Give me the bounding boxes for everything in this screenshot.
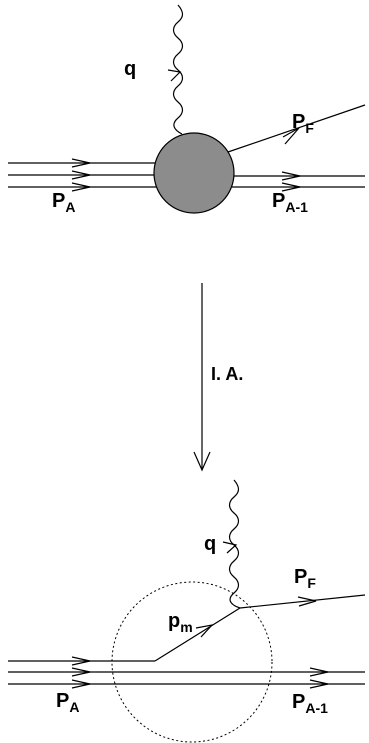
top-photon-label: q [124, 58, 136, 80]
bottom-nucleon-line [154, 607, 241, 662]
impulse-approximation-label: I. A. [211, 364, 243, 384]
top-incoming-label: PA [52, 190, 75, 215]
top-photon-wavy-line [172, 4, 184, 135]
bottom-residual-arrow-2 [309, 679, 329, 689]
impulse-approximation-arrow [193, 283, 211, 472]
bottom-outgoing-label: PF [294, 566, 316, 591]
bottom-outgoing-line [239, 594, 366, 609]
top-residual-label: PA-1 [272, 190, 308, 215]
nucleus-dotted-circle [111, 581, 273, 743]
bottom-residual-arrow-1 [309, 667, 329, 677]
top-residual-arrow-2 [281, 182, 301, 192]
bottom-residual-arrows [309, 667, 329, 689]
bottom-photon-arrow [222, 541, 238, 554]
top-incoming-arrow-1 [71, 158, 91, 168]
bottom-incoming-arrow-2 [71, 667, 91, 677]
top-outgoing-line [227, 104, 366, 153]
bottom-diagram [8, 479, 366, 743]
bottom-photon-label: q [204, 533, 216, 555]
bottom-incoming-lines [8, 656, 365, 689]
bottom-incoming-arrow-1 [71, 656, 91, 666]
top-residual-arrow-1 [281, 171, 301, 181]
bottom-outgoing-arrow [297, 596, 317, 607]
top-incoming-arrow-2 [71, 170, 91, 180]
bottom-nucleon-arrow [195, 624, 214, 638]
top-outgoing-label: PF [292, 111, 314, 136]
bottom-incoming-arrow-3 [71, 679, 91, 689]
top-diagram [8, 4, 366, 214]
top-incoming-arrow-3 [71, 182, 91, 192]
bottom-nucleon-label: pm [168, 610, 193, 635]
top-photon-arrow [167, 69, 182, 82]
top-residual-lines [232, 171, 365, 192]
bottom-residual-label: PA-1 [292, 691, 328, 716]
top-outgoing-arrow [282, 127, 300, 145]
interaction-blob [153, 132, 235, 214]
top-incoming-lines [8, 158, 158, 192]
bottom-incoming-label: PA [56, 690, 79, 715]
